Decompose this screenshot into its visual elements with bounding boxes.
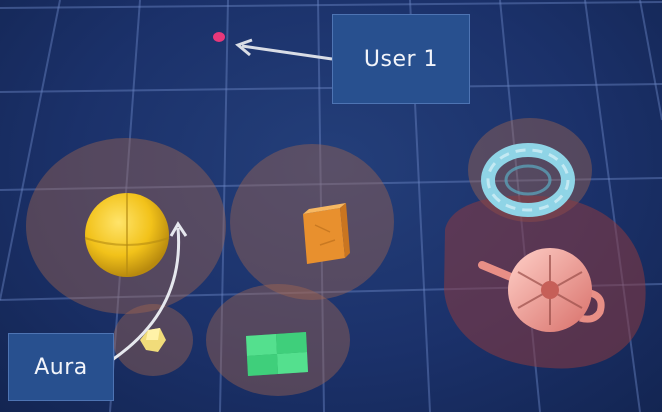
aura-callout: Aura [8, 333, 114, 401]
torus-object[interactable] [481, 143, 575, 217]
user-callout-label: User 1 [363, 46, 439, 72]
user-callout: User 1 [332, 14, 470, 104]
user-marker[interactable] [213, 32, 225, 42]
aura-pointer-arrow [111, 221, 188, 362]
green-block-object[interactable] [246, 332, 308, 376]
small-polyhedron-object[interactable] [140, 328, 166, 352]
sphere-object[interactable] [84, 193, 170, 277]
user-pointer-arrow [235, 38, 333, 61]
teapot-object[interactable] [478, 248, 605, 332]
aura-callout-label: Aura [34, 354, 88, 380]
cube-object[interactable] [303, 203, 350, 264]
